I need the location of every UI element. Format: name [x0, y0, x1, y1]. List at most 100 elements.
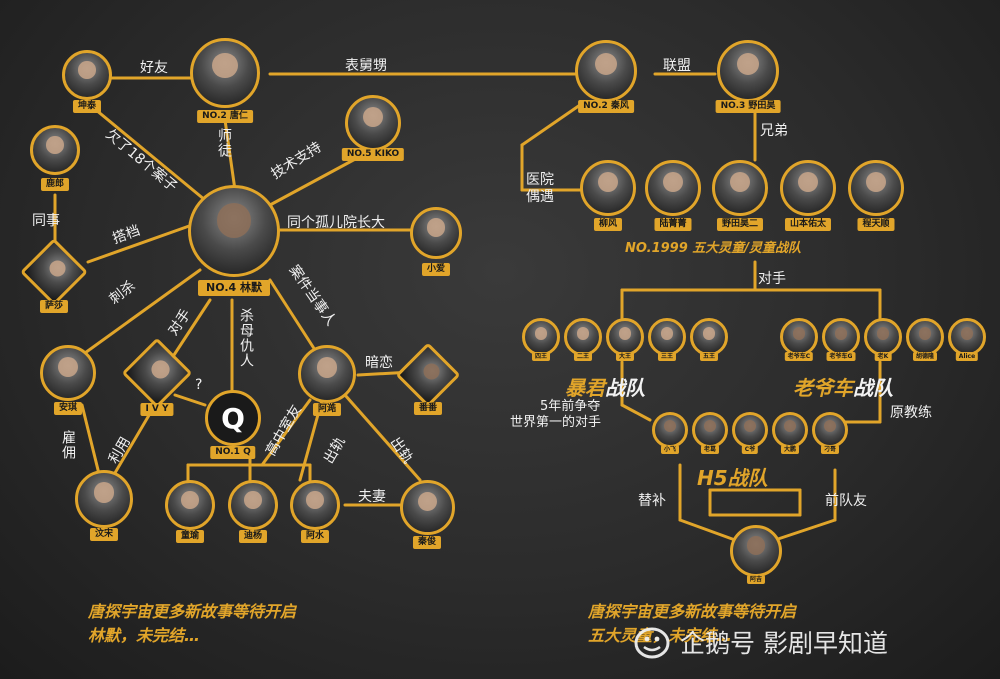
node-yamamoto: 山本佑太: [780, 160, 836, 231]
name-tag: 二王: [573, 352, 593, 361]
name-tag: 老葛: [700, 445, 720, 454]
relation-medical: 医院偶遇: [526, 172, 554, 205]
node-kiko: NO.5 KIKO: [341, 95, 405, 161]
name-tag: 小飞: [660, 445, 680, 454]
q-badge: Q: [205, 390, 261, 446]
name-tag: 四王: [531, 352, 551, 361]
relation-brother: 兄弟: [760, 123, 788, 139]
portrait: [165, 480, 215, 530]
team-oldcar: 老爷车战队: [793, 372, 893, 401]
portrait: [564, 318, 602, 356]
name-tag: 安琪: [53, 402, 83, 415]
relation-ex-teammate: 前队友: [825, 493, 867, 509]
portrait: [228, 480, 278, 530]
team-oldcar-name: 老爷车: [793, 376, 853, 400]
portrait: [730, 525, 782, 577]
name-tag: 番番: [413, 402, 443, 415]
penguin-logo-icon: [630, 625, 674, 659]
portrait: [690, 318, 728, 356]
relation-ex-coach: 原教练: [890, 405, 932, 421]
name-tag: 山本佑太: [784, 218, 832, 231]
node-wen-song: 汶宋: [75, 470, 133, 541]
portrait: [864, 318, 902, 356]
node-noda: NO.3 野田昊: [715, 40, 781, 113]
caption-left-line1: 唐探宇宙更多新故事等待开启: [88, 602, 297, 621]
name-tag: 阿澔: [312, 403, 342, 416]
portrait: [780, 318, 818, 356]
name-tag: 坤泰: [72, 100, 102, 113]
portrait: [121, 337, 193, 409]
node-lu-jingjing: 陆菁菁: [645, 160, 701, 231]
node-an-qi: 安琪: [40, 345, 96, 415]
portrait: [648, 318, 686, 356]
portrait: [848, 160, 904, 216]
portrait: [20, 238, 88, 306]
team-tyrant: 暴君战队: [565, 372, 645, 401]
node-tyrant-2: 二王: [564, 318, 602, 361]
relation-colleague: 同事: [32, 213, 60, 229]
relation-friend: 好友: [140, 60, 168, 76]
name-tag: 老爷车C: [784, 352, 814, 361]
name-tag: 大鹏: [780, 445, 800, 454]
portrait: [712, 160, 768, 216]
node-fan-fan: 番番: [395, 342, 461, 415]
relation-opponent: 对手: [758, 271, 786, 287]
node-a-shui: 阿水: [290, 480, 340, 543]
portrait: [906, 318, 944, 356]
node-h5-4: 大鹏: [772, 412, 808, 454]
team-no1999: NO.1999 五大灵童/灵童战队: [625, 237, 801, 256]
portrait: [298, 345, 356, 403]
node-a-ji: 阿吉: [730, 525, 782, 584]
node-tyrant-4: 三王: [648, 318, 686, 361]
node-oldcar-3: 老K: [864, 318, 902, 361]
name-tag: 柳风: [593, 218, 623, 231]
name-tag: 鹿郎: [40, 178, 70, 191]
relation-crush: 暗恋: [365, 355, 393, 371]
name-tag: 野田昊二: [716, 218, 764, 231]
relation-cousin: 表舅甥: [345, 58, 387, 74]
team-tyrant-name: 暴君: [565, 376, 605, 400]
name-tag: 老爷车G: [826, 352, 856, 361]
name-tag: NO.3 野田昊: [715, 100, 781, 113]
name-tag: 小爱: [421, 263, 451, 276]
name-tag: 大王: [615, 352, 635, 361]
name-tag: 陆菁菁: [654, 218, 692, 231]
portrait: [606, 318, 644, 356]
team-oldcar-suffix: 战队: [853, 376, 893, 400]
portrait: [290, 480, 340, 530]
portrait: [575, 40, 637, 102]
node-h5-2: 老葛: [692, 412, 728, 454]
node-lin-mo: NO.4 林默: [188, 185, 280, 296]
node-yu-yang: 迪杨: [228, 480, 278, 543]
portrait: [822, 318, 860, 356]
relation-mentor: 师徒: [216, 128, 232, 158]
node-sa-sha: 萨莎: [20, 238, 88, 313]
portrait: [645, 160, 701, 216]
portrait: [62, 50, 112, 100]
portrait: [40, 345, 96, 401]
portrait: [772, 412, 808, 448]
portrait: [30, 125, 80, 175]
portrait: [190, 38, 260, 108]
node-xiao-ai: 小爱: [410, 207, 462, 276]
node-tyrant-5: 五王: [690, 318, 728, 361]
q-letter: Q: [221, 401, 245, 435]
relation-couple: 夫妻: [358, 489, 386, 505]
relation-mother-killer: 杀母仇人: [238, 308, 254, 368]
node-kun-tai: 坤泰: [62, 50, 112, 113]
caption-left-line2: 林默，未完结…: [88, 626, 201, 645]
name-tag: C爷: [741, 445, 759, 454]
node-h5-3: C爷: [732, 412, 768, 454]
portrait: [75, 470, 133, 528]
portrait: [692, 412, 728, 448]
portrait: [652, 412, 688, 448]
team-h5: H5战队: [697, 466, 768, 490]
name-tag: 童瑜: [175, 530, 205, 543]
node-h5-5: 刁哥: [812, 412, 848, 454]
name-tag: 五王: [699, 352, 719, 361]
team-no1999-name: 五大灵童/灵童战队: [692, 241, 802, 256]
portrait: [948, 318, 986, 356]
relation-alliance: 联盟: [663, 58, 691, 74]
name-tag: 阿吉: [746, 575, 766, 584]
